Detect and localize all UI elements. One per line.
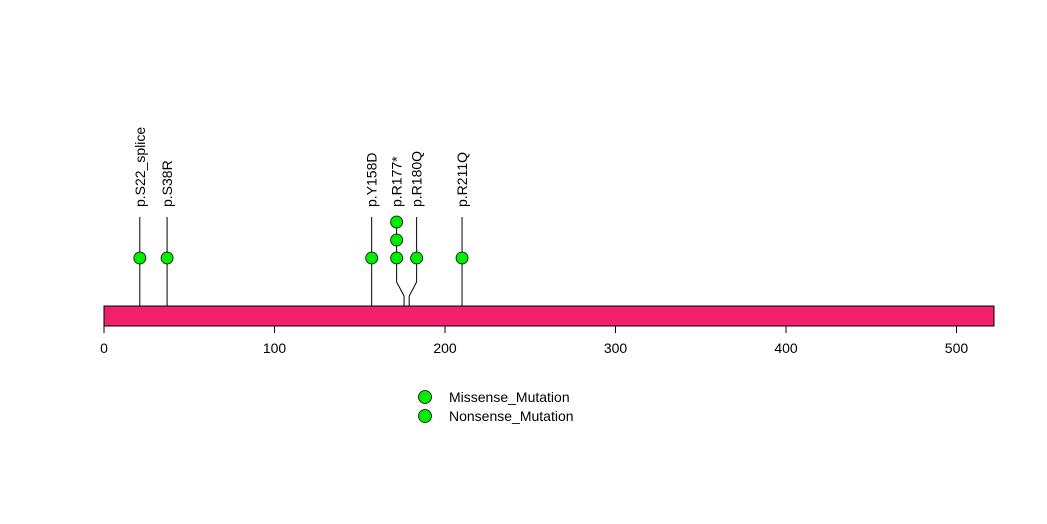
x-axis-ticks: 0 100 200 300 400 500 [100, 326, 968, 356]
mutation-point [455, 251, 469, 265]
x-tick-label: 500 [945, 340, 969, 356]
mutation-point [390, 233, 404, 247]
legend-label: Missense_Mutation [449, 389, 570, 405]
x-tick-label: 300 [604, 340, 628, 356]
mutation-point [133, 251, 147, 265]
mutation-labels: p.S22_splice p.S38R p.Y158D p.R177*p.R180Q p… [132, 127, 470, 207]
mutation-point [410, 251, 424, 265]
legend-marker [418, 390, 432, 404]
mutation-points [133, 215, 469, 265]
protein-domain-bar [103, 305, 995, 327]
mutation-label: p.R177* [389, 156, 405, 207]
x-tick-label: 400 [774, 340, 798, 356]
x-tick-label: 200 [433, 340, 457, 356]
mutation-label: p.S38R [159, 160, 175, 207]
mutation-point [390, 251, 404, 265]
mutation-label: p.R211Q [454, 152, 470, 207]
mutation-label: p.S22_splice [132, 127, 148, 207]
mutation-point [160, 251, 174, 265]
mutation-point [365, 251, 379, 265]
legend-label: Nonsense_Mutation [449, 408, 574, 424]
mutation-point [390, 215, 404, 229]
x-tick-label: 100 [263, 340, 287, 356]
legend-marker [418, 409, 432, 423]
mutation-label: p.R180Q [409, 151, 425, 207]
x-axis: 0 100 200 300 400 500 [100, 325, 968, 356]
x-tick-label: 0 [100, 340, 108, 356]
mutation-label: p.Y158D [364, 153, 380, 207]
